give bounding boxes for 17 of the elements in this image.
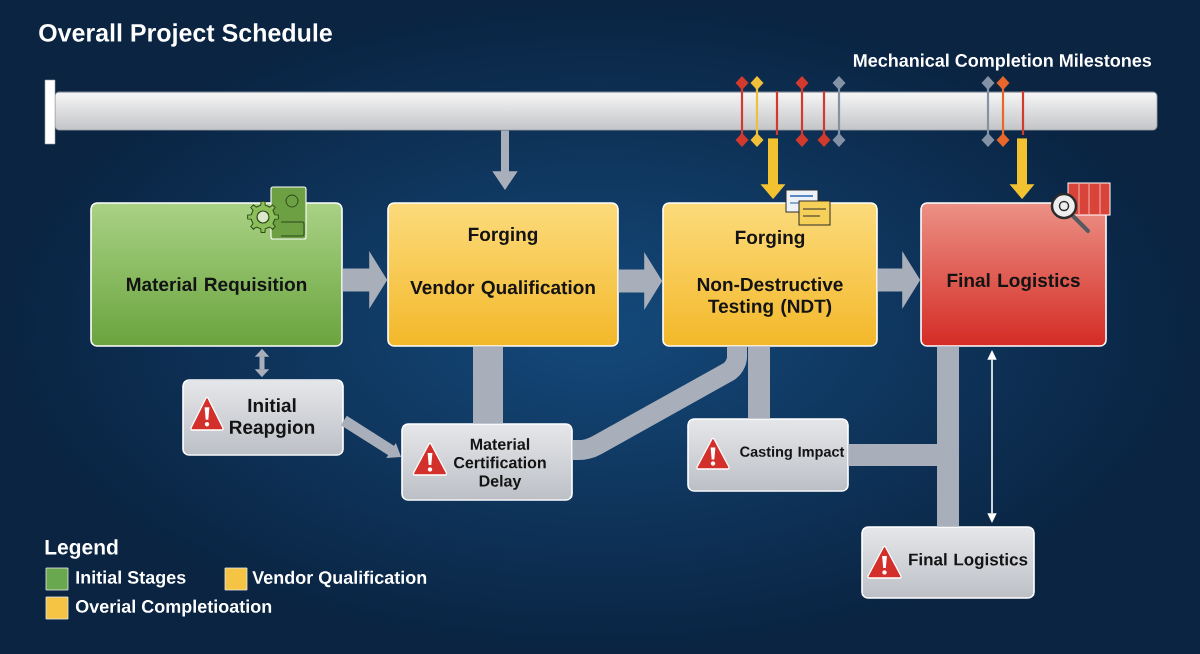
process-box: Final Logistics bbox=[920, 202, 1107, 347]
diagram-title: Overall Project Schedule bbox=[39, 23, 332, 47]
timeline-bar bbox=[54, 91, 1158, 131]
legend-label: Vendor Qualification bbox=[252, 570, 427, 588]
warning-box: Initial Reapgion bbox=[182, 379, 344, 456]
process-box: Forging Vendor Qualification bbox=[387, 202, 619, 347]
warning-box: Material Certification Delay bbox=[401, 423, 573, 501]
process-box: Forging Non-Destructive Testing (NDT) bbox=[662, 202, 878, 347]
legend-heading: Legend bbox=[45, 539, 118, 559]
legend-label: Initial Stages bbox=[76, 570, 186, 588]
connector-line bbox=[748, 346, 770, 419]
legend-label: Overial Completioation bbox=[75, 599, 272, 617]
process-box: Material Requisition bbox=[90, 202, 343, 347]
warning-box: Casting Impact bbox=[687, 418, 849, 492]
section-heading: Mechanical Completion Milestones bbox=[853, 53, 1152, 71]
connector-line bbox=[473, 346, 503, 424]
warning-box: Final Logistics bbox=[861, 526, 1035, 599]
